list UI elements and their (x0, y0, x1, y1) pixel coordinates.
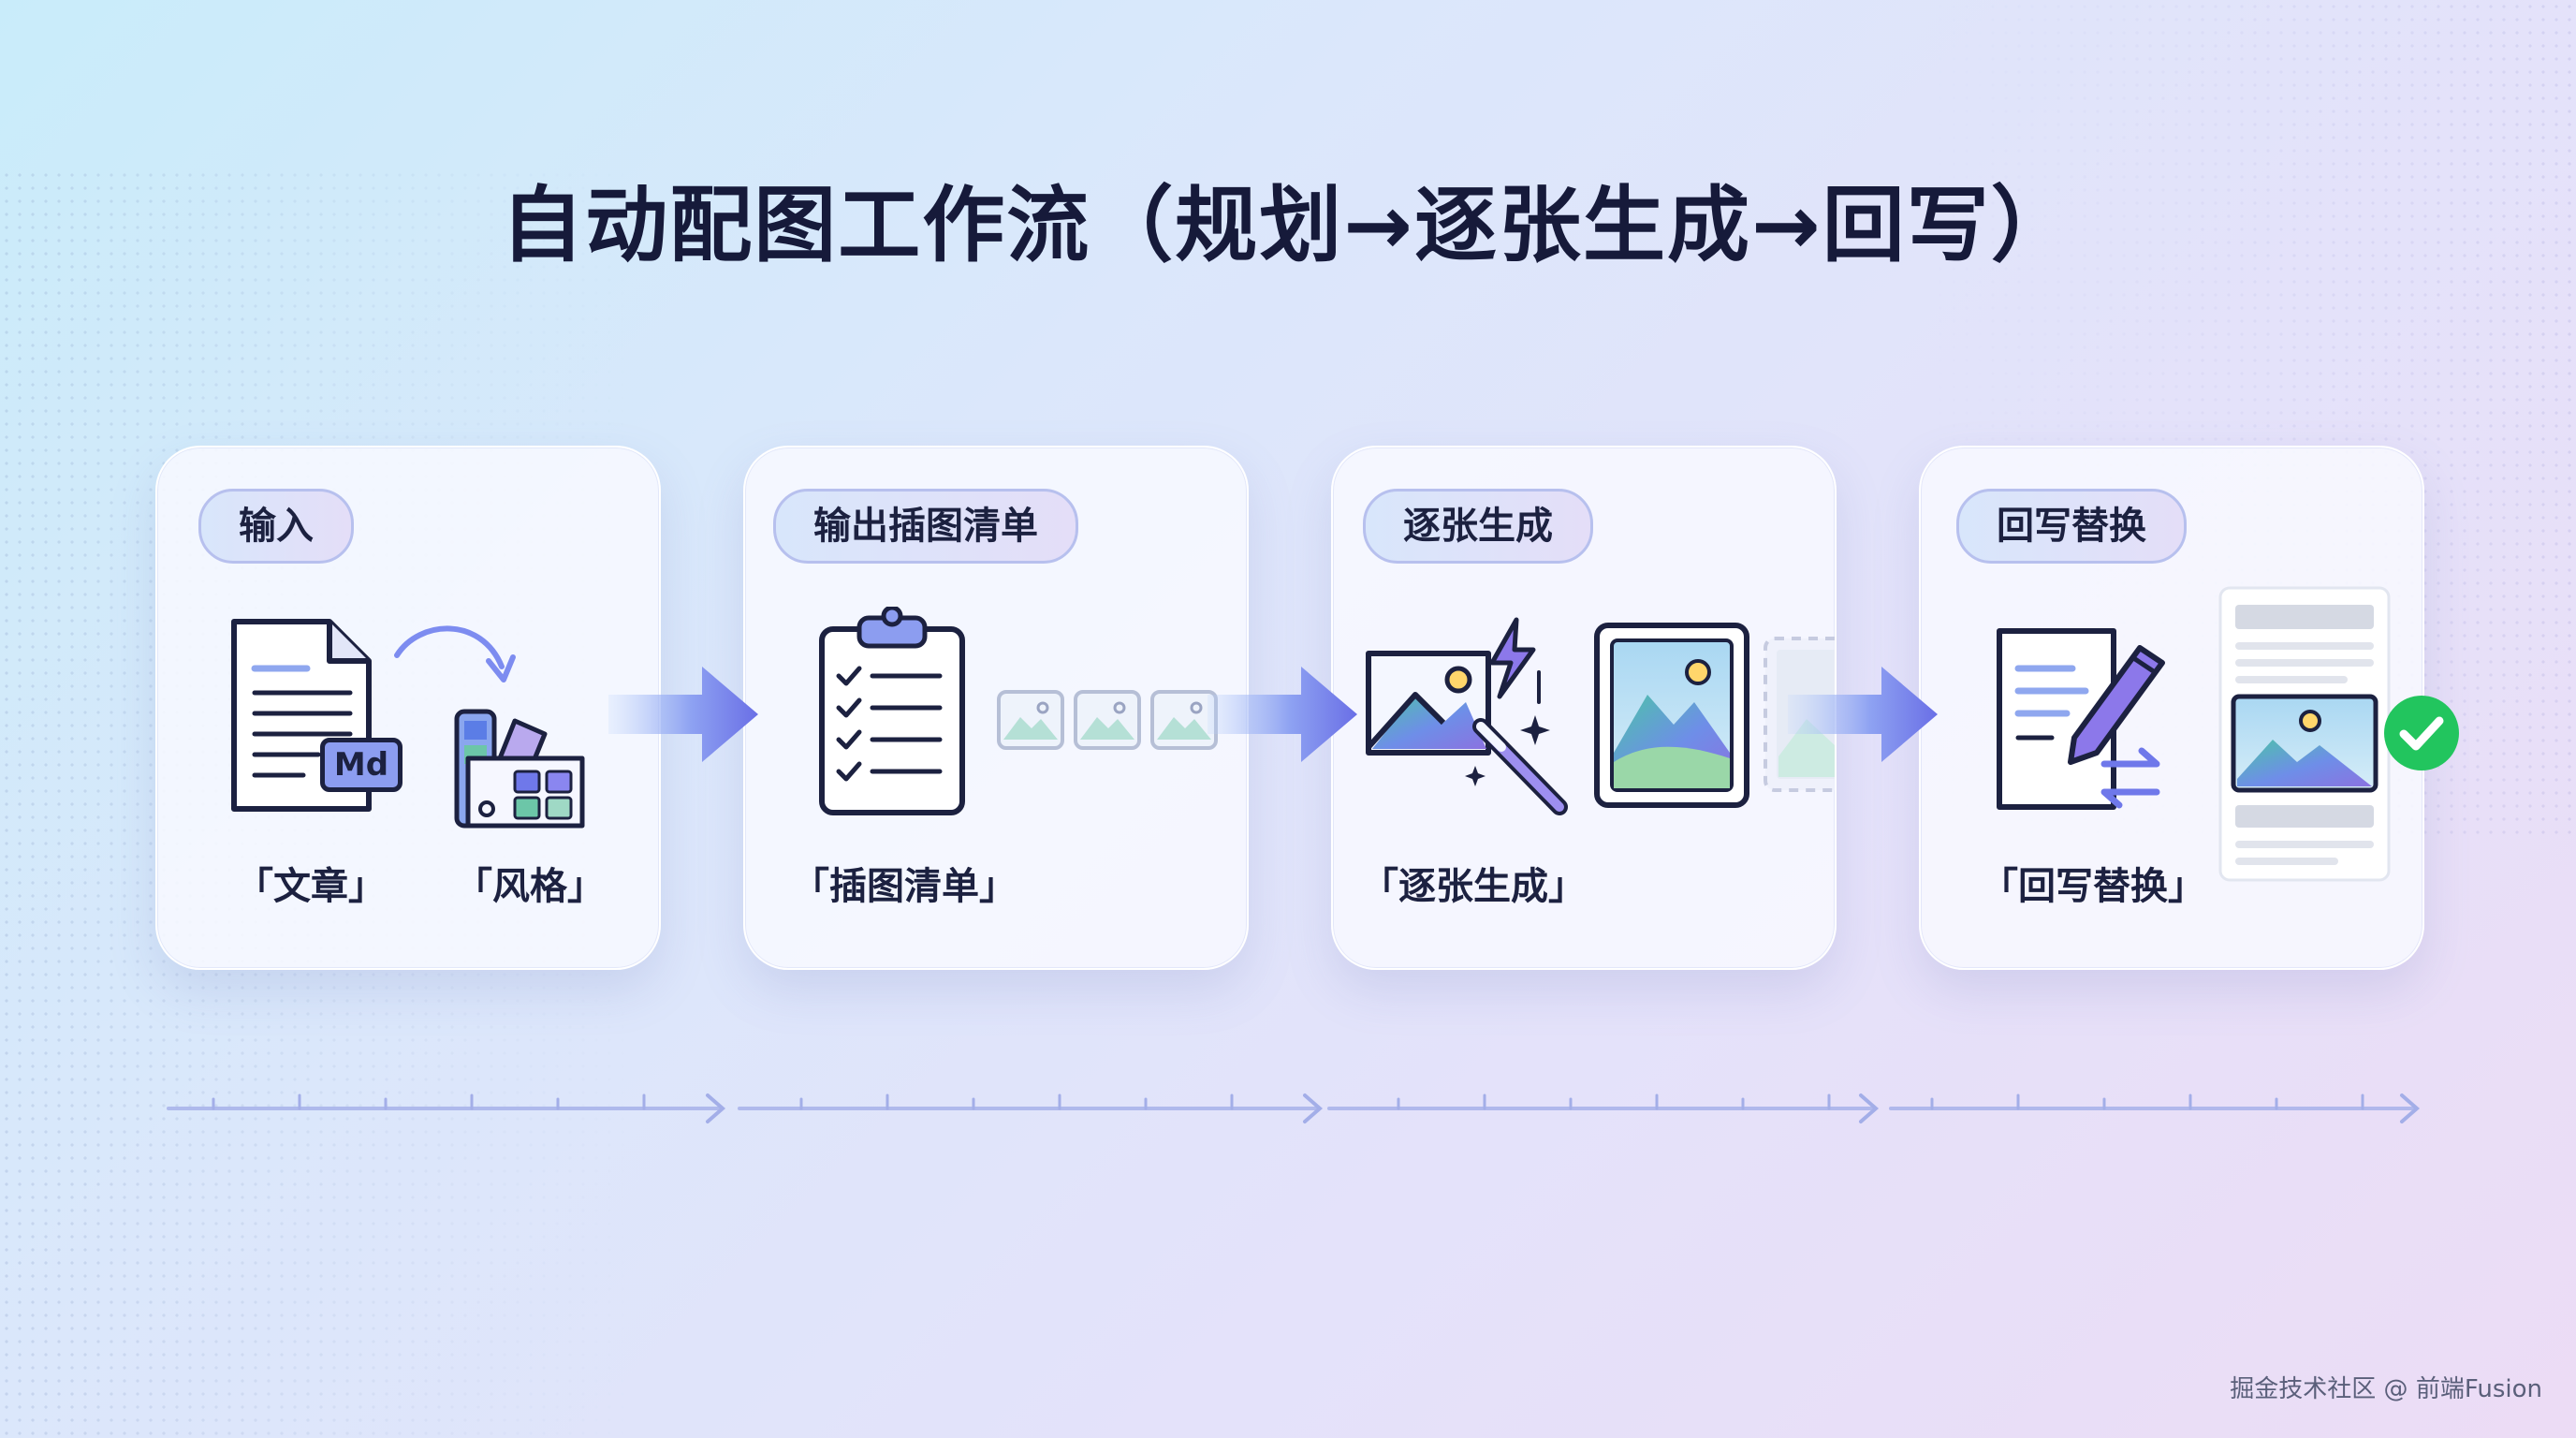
flow-arrow-1 (608, 667, 758, 762)
flow-arrow-2 (1208, 667, 1357, 762)
step-caption-generate: 「逐张生成」 (1361, 865, 1586, 908)
curved-arrow-icon (394, 625, 516, 682)
markdown-document-icon (231, 619, 372, 812)
step-tag-checklist: 输出插图清单 (773, 489, 1078, 564)
step-caption-checklist: 「插图清单」 (792, 865, 1017, 908)
clipboard-checklist-icon (819, 607, 965, 815)
document-edit-replace-icon (1997, 628, 2165, 810)
timeline-axis (167, 1093, 2421, 1123)
page-title: 自动配图工作流（规划→逐张生成→回写） (501, 177, 2075, 273)
flow-arrow-3 (1788, 667, 1938, 762)
step-card-input: 输入 Md 「文章」 「风格」 (155, 446, 661, 970)
watermark: 掘金技术社区 @ 前端Fusion (2230, 1375, 2542, 1403)
image-thumbnail-icon (1074, 690, 1141, 750)
step-caption-article: 「文章」 (236, 865, 386, 908)
step-caption-style: 「风格」 (455, 865, 605, 908)
step-card-generate: 逐张生成 「逐张生成」 (1331, 446, 1837, 970)
image-magic-wand-icon (1366, 617, 1568, 815)
framed-landscape-icon (1594, 623, 1749, 808)
markdown-badge: Md (320, 738, 402, 792)
step-card-checklist: 输出插图清单 「插图清单」 (743, 446, 1249, 970)
step-card-writeback: 回写替换 「回写替换」 (1919, 446, 2459, 970)
step-caption-writeback: 「回写替换」 (1981, 865, 2205, 908)
step-tag-writeback: 回写替换 (1956, 489, 2187, 564)
color-palette-icon (454, 709, 585, 829)
article-with-image-icon (2218, 586, 2391, 882)
image-thumbnail-icon (997, 690, 1064, 750)
step-tag-generate: 逐张生成 (1363, 489, 1593, 564)
check-circle-icon (2384, 696, 2459, 770)
step-tag-input: 输入 (198, 489, 354, 564)
